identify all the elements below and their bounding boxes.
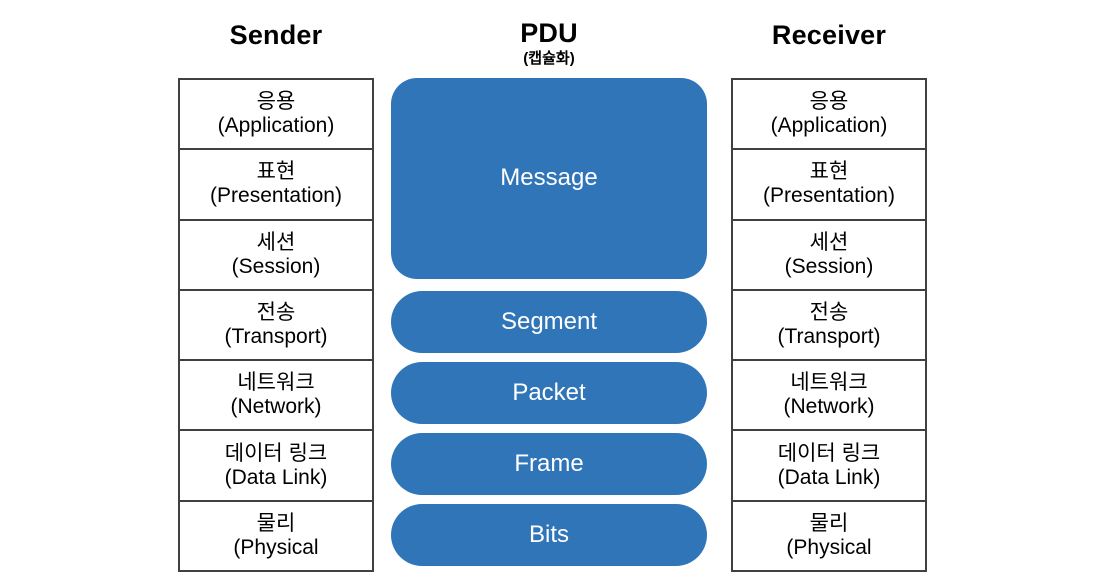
receiver-layer-presentation: 표현 (Presentation) <box>733 150 925 221</box>
receiver-column-heading: Receiver <box>731 22 927 49</box>
layer-name-en: (Physical <box>786 535 872 559</box>
sender-layer-table: 응용 (Application) 표현 (Presentation) 세션 (S… <box>178 78 374 572</box>
layer-name-en: (Session) <box>231 254 321 278</box>
pdu-unit-label: Frame <box>514 449 584 477</box>
sender-layer-physical: 물리 (Physical <box>180 502 372 570</box>
layer-name-ko: 전송 <box>256 301 296 325</box>
pdu-unit-packet: Packet <box>391 362 707 424</box>
layer-name-ko: 응용 <box>809 90 849 114</box>
sender-layer-data-link: 데이터 링크 (Data Link) <box>180 431 372 502</box>
layer-name-ko: 물리 <box>256 511 296 535</box>
layer-name-ko: 전송 <box>809 301 849 325</box>
receiver-layer-table: 응용 (Application) 표현 (Presentation) 세션 (S… <box>731 78 927 572</box>
sender-layer-application: 응용 (Application) <box>180 80 372 151</box>
layer-name-en: (Physical <box>233 535 319 559</box>
layer-name-en: (Session) <box>784 254 874 278</box>
pdu-unit-label: Message <box>500 164 598 192</box>
sender-layer-presentation: 표현 (Presentation) <box>180 150 372 221</box>
layer-name-ko: 물리 <box>809 511 849 535</box>
layer-name-en: (Application) <box>770 114 888 138</box>
sender-column-heading: Sender <box>178 22 374 49</box>
receiver-layer-session: 세션 (Session) <box>733 221 925 291</box>
sender-layer-transport: 전송 (Transport) <box>180 291 372 362</box>
layer-name-en: (Data Link) <box>777 465 881 489</box>
layer-name-en: (Presentation) <box>763 184 895 208</box>
layer-name-ko: 데이터 링크 <box>777 441 881 465</box>
layer-name-ko: 세션 <box>809 230 849 254</box>
sender-heading-title: Sender <box>229 20 323 50</box>
pdu-unit-bits: Bits <box>391 504 707 566</box>
pdu-unit-message: Message <box>391 78 707 279</box>
layer-name-en: (Network) <box>230 395 322 419</box>
layer-name-en: (Transport) <box>777 324 881 348</box>
pdu-heading-subtitle: (캡슐화) <box>523 50 575 67</box>
layer-name-en: (Data Link) <box>224 465 328 489</box>
pdu-heading-title: PDU <box>520 18 578 48</box>
receiver-layer-physical: 물리 (Physical <box>733 502 925 570</box>
receiver-layer-network: 네트워크 (Network) <box>733 361 925 432</box>
layer-name-en: (Application) <box>217 114 335 138</box>
sender-layer-network: 네트워크 (Network) <box>180 361 372 432</box>
receiver-heading-title: Receiver <box>771 20 887 50</box>
layer-name-ko: 세션 <box>256 230 296 254</box>
pdu-unit-label: Segment <box>500 307 598 335</box>
sender-layer-session: 세션 (Session) <box>180 221 372 291</box>
layer-name-ko: 표현 <box>256 160 296 184</box>
layer-name-ko: 네트워크 <box>790 371 868 395</box>
layer-name-ko: 데이터 링크 <box>224 441 328 465</box>
receiver-layer-data-link: 데이터 링크 (Data Link) <box>733 431 925 502</box>
layer-name-ko: 응용 <box>256 90 296 114</box>
receiver-layer-transport: 전송 (Transport) <box>733 291 925 362</box>
pdu-unit-label: Packet <box>512 378 586 406</box>
pdu-unit-label: Bits <box>528 520 569 548</box>
layer-name-en: (Network) <box>783 395 875 419</box>
layer-name-ko: 표현 <box>809 160 849 184</box>
pdu-unit-frame: Frame <box>391 433 707 495</box>
layer-name-en: (Presentation) <box>210 184 342 208</box>
pdu-unit-segment: Segment <box>391 291 707 353</box>
layer-name-en: (Transport) <box>224 324 328 348</box>
pdu-column-heading: PDU (캡슐화) <box>391 18 707 67</box>
layer-name-ko: 네트워크 <box>237 371 315 395</box>
receiver-layer-application: 응용 (Application) <box>733 80 925 151</box>
